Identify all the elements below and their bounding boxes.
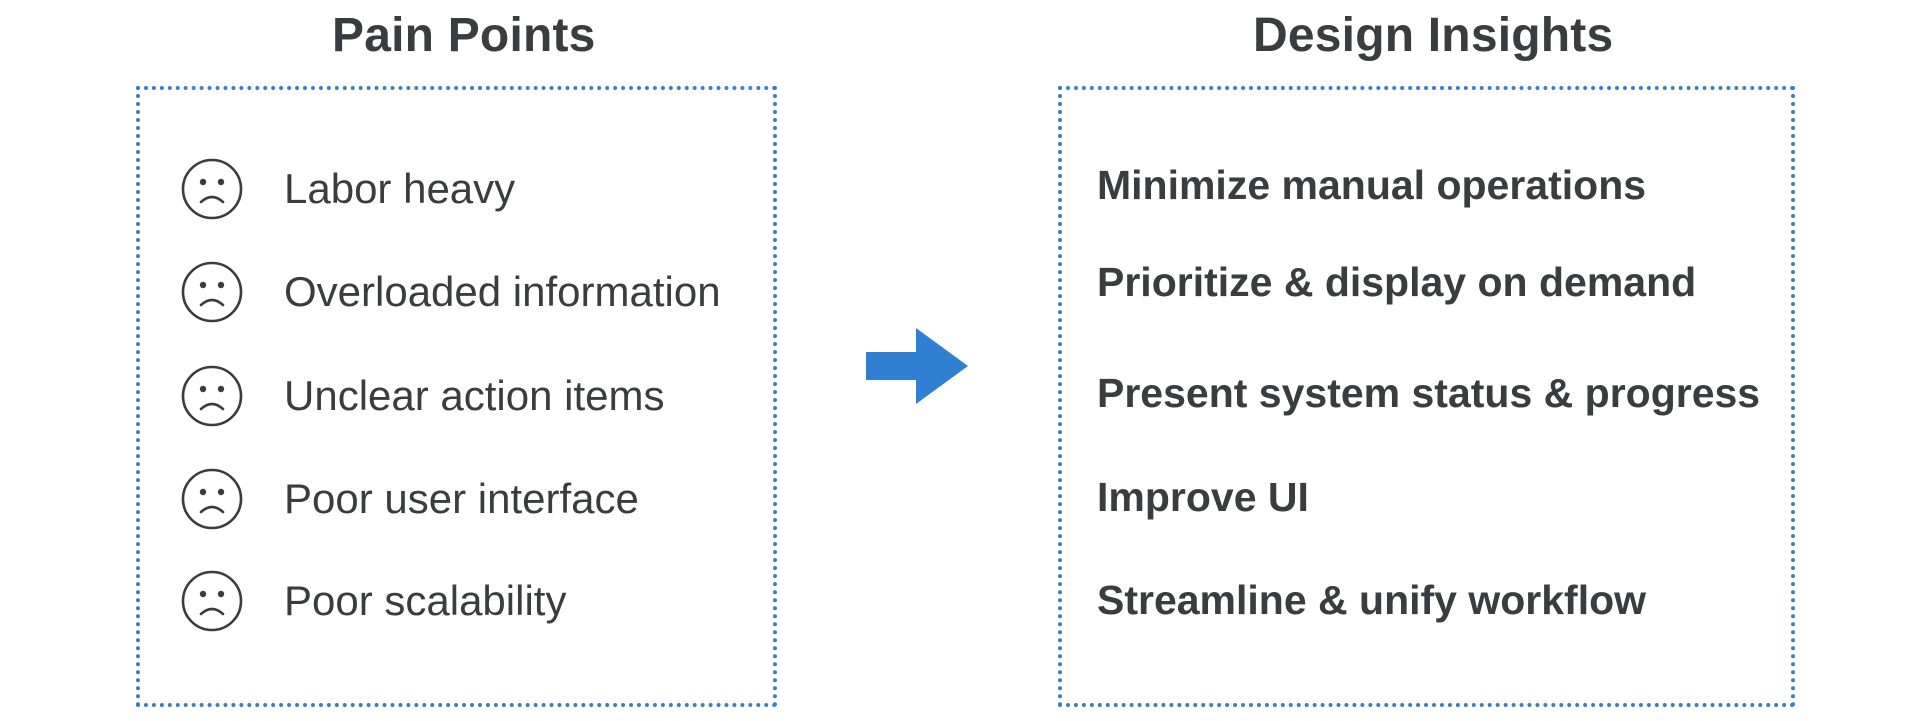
frown-face-icon: [181, 261, 243, 323]
design-insight-item: Minimize manual operations: [1097, 162, 1647, 208]
pain-point-item: Unclear action items: [180, 364, 664, 428]
pain-point-item: Overloaded information: [180, 260, 721, 324]
pain-point-item: Poor user interface: [180, 467, 639, 531]
pain-point-item: Labor heavy: [180, 157, 515, 221]
design-insights-box: [1058, 86, 1795, 707]
pain-point-item: Poor scalability: [180, 569, 566, 633]
design-insight-item: Streamline & unify workflow: [1097, 577, 1647, 623]
pain-point-label: Labor heavy: [284, 165, 516, 212]
pain-points-title: Pain Points: [332, 9, 596, 62]
design-insight-item: Prioritize & display on demand: [1097, 259, 1697, 305]
frown-face-icon: [181, 570, 243, 632]
pain-point-label: Poor scalability: [284, 577, 567, 624]
pain-point-label: Poor user interface: [284, 475, 639, 522]
frown-face-icon: [181, 158, 243, 220]
design-insight-item: Improve UI: [1097, 474, 1309, 520]
design-insight-item: Present system status & progress: [1097, 370, 1761, 416]
pain-point-label: Overloaded information: [284, 268, 721, 315]
frown-face-icon: [181, 365, 243, 427]
frown-face-icon: [181, 468, 243, 530]
design-insights-title: Design Insights: [1253, 9, 1614, 62]
pain-point-label: Unclear action items: [284, 372, 665, 419]
pain-points-box: [136, 86, 777, 707]
right-arrow-icon: [866, 328, 968, 404]
